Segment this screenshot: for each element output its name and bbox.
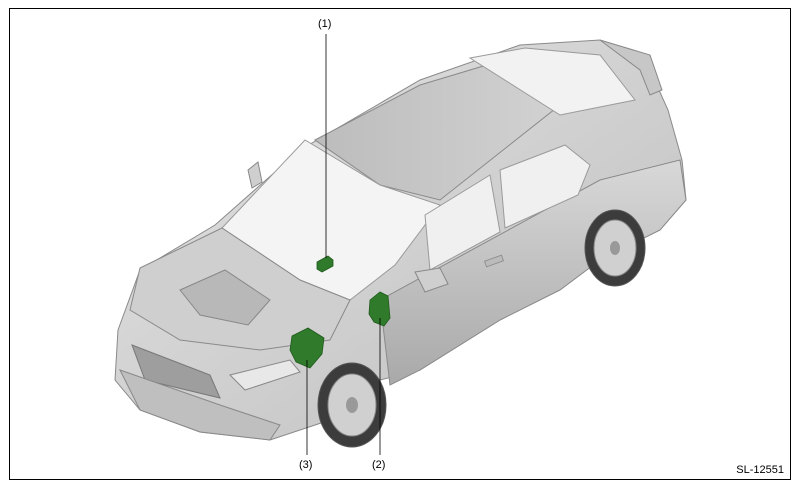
door-handle xyxy=(484,254,504,268)
component-1 xyxy=(316,255,334,273)
side-window-front xyxy=(424,174,501,271)
side-window-rear xyxy=(499,144,591,229)
front-bumper xyxy=(119,369,281,441)
callout-3: (3) xyxy=(299,459,313,471)
callout-2: (2) xyxy=(372,459,386,471)
left-mirror xyxy=(247,161,263,189)
rear-spoiler xyxy=(599,39,663,96)
component-3 xyxy=(289,327,325,369)
component-2 xyxy=(368,291,391,327)
front-grille xyxy=(131,344,221,399)
headlight xyxy=(229,359,301,391)
front-wheel xyxy=(317,362,387,448)
side-mirror xyxy=(414,267,449,293)
rear-wheel xyxy=(584,209,646,287)
hood-scoop xyxy=(179,269,271,326)
rear-window xyxy=(468,47,636,116)
callout-1: (1) xyxy=(318,18,332,30)
figure-id: SL-12551 xyxy=(736,464,784,476)
